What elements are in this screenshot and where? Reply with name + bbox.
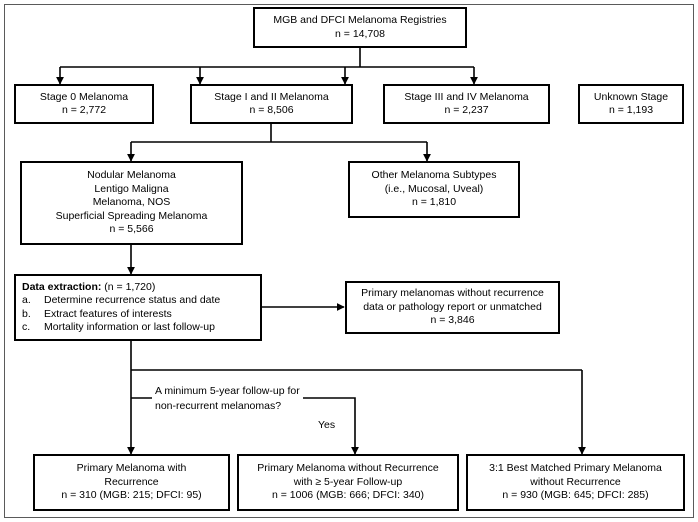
edge-yes-branch	[296, 397, 359, 455]
node-stage-0-line-1: n = 2,772	[61, 104, 107, 116]
node-stage-3-4[interactable]: Stage III and IV Melanoma n = 2,237	[383, 84, 550, 124]
node-included-subtypes-line-2: Melanoma, NOS	[92, 196, 171, 209]
node-with-recurrence-line-2: n = 310 (MGB: 215; DFCI: 95)	[61, 489, 202, 502]
node-stage-3-4-line-0: Stage III and IV Melanoma	[404, 90, 529, 103]
node-stage-0-line-0: Stage 0 Melanoma	[39, 90, 129, 103]
node-other-subtypes-line-2: n = 1,810	[411, 196, 457, 209]
node-included-subtypes-line-3: Superficial Spreading Melanoma	[55, 209, 208, 222]
node-stage-1-2[interactable]: Stage I and II Melanoma n = 8,506	[190, 84, 353, 124]
decision-question: A minimum 5-year follow-up for non-recur…	[152, 384, 303, 413]
node-registries-line-1: n = 14,708	[335, 27, 385, 40]
node-best-matched-line-0: 3:1 Best Matched Primary Melanoma	[489, 462, 662, 475]
list-marker-c: c.	[22, 321, 31, 333]
node-included-subtypes-line-0: Nodular Melanoma	[87, 169, 176, 182]
node-excluded-primary-line-0: Primary melanomas without recurrence	[361, 287, 544, 300]
node-data-extraction[interactable]: Data extraction: (n = 1,720) a. Determin…	[14, 274, 262, 341]
decision-question-line-0: A minimum 5-year follow-up for	[155, 385, 300, 397]
node-unknown-stage-line-0: Unknown Stage	[593, 90, 669, 103]
node-without-recurrence-followup-line-1: with ≥ 5-year Follow-up	[293, 475, 403, 488]
node-included-subtypes-line-4: n = 5,566	[109, 223, 154, 236]
node-registries-line-0: MGB and DFCI Melanoma Registries	[273, 14, 447, 26]
node-excluded-primary[interactable]: Primary melanomas without recurrence dat…	[345, 281, 560, 334]
node-with-recurrence[interactable]: Primary Melanoma with Recurrence n = 310…	[33, 454, 230, 511]
list-text-b: Extract features of interests	[44, 307, 172, 320]
node-stage-1-2-line-0: Stage I and II Melanoma	[214, 90, 329, 103]
node-data-extraction-heading-rest: (n = 1,720)	[101, 280, 156, 293]
node-data-extraction-item-b: b. Extract features of interests	[22, 308, 172, 322]
node-included-subtypes[interactable]: Nodular Melanoma Lentigo Maligna Melanom…	[20, 161, 243, 245]
list-text-a: Determine recurrence status and date	[44, 294, 221, 306]
node-data-extraction-item-c: c. Mortality information or last follow-…	[22, 321, 215, 335]
node-without-recurrence-followup-line-2: n = 1006 (MGB: 666; DFCI: 340)	[271, 489, 425, 502]
node-other-subtypes-line-0: Other Melanoma Subtypes	[371, 169, 497, 182]
node-unknown-stage-line-1: n = 1,193	[608, 104, 654, 116]
node-other-subtypes-line-1: (i.e., Mucosal, Uveal)	[384, 182, 484, 195]
node-stage-3-4-line-1: n = 2,237	[444, 104, 489, 116]
list-marker-a: a.	[22, 294, 31, 306]
node-data-extraction-item-a: a. Determine recurrence status and date	[22, 294, 220, 308]
node-best-matched-line-2: n = 930 (MGB: 645; DFCI: 285)	[502, 489, 649, 502]
node-unknown-stage[interactable]: Unknown Stage n = 1,193	[578, 84, 684, 124]
node-stage-1-2-line-1: n = 8,506	[249, 104, 294, 116]
node-without-recurrence-followup[interactable]: Primary Melanoma without Recurrence with…	[237, 454, 459, 511]
edge-label-yes: Yes	[318, 419, 336, 431]
node-registries[interactable]: MGB and DFCI Melanoma Registries n = 14,…	[253, 7, 467, 48]
node-best-matched[interactable]: 3:1 Best Matched Primary Melanoma withou…	[466, 454, 685, 511]
node-stage-0[interactable]: Stage 0 Melanoma n = 2,772	[14, 84, 154, 124]
node-data-extraction-heading-bold: Data extraction:	[22, 280, 102, 293]
node-best-matched-line-1: without Recurrence	[530, 475, 621, 488]
node-included-subtypes-line-1: Lentigo Maligna	[94, 182, 169, 195]
node-with-recurrence-line-0: Primary Melanoma with	[76, 462, 187, 475]
node-excluded-primary-line-1: data or pathology report or unmatched	[363, 300, 542, 313]
node-other-subtypes[interactable]: Other Melanoma Subtypes (i.e., Mucosal, …	[348, 161, 520, 218]
node-data-extraction-heading: Data extraction: (n = 1,720)	[22, 281, 155, 295]
node-with-recurrence-line-1: Recurrence	[104, 475, 159, 488]
decision-question-line-1: non-recurrent melanomas?	[155, 399, 282, 412]
node-excluded-primary-line-2: n = 3,846	[430, 314, 475, 327]
list-text-c: Mortality information or last follow-up	[44, 321, 215, 333]
list-marker-b: b.	[22, 307, 31, 320]
node-without-recurrence-followup-line-0: Primary Melanoma without Recurrence	[257, 462, 439, 475]
